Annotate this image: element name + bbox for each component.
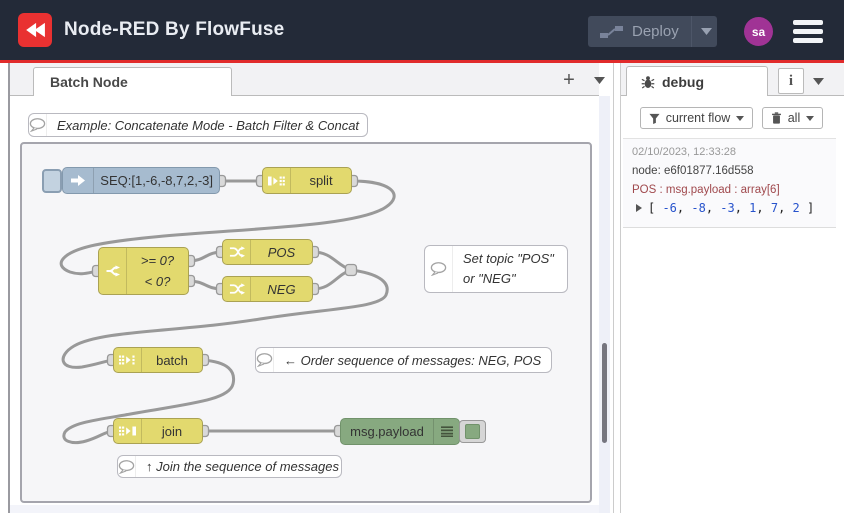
wire-split-switch[interactable] <box>59 179 396 276</box>
sidebar-tabs-chevron-icon[interactable] <box>813 78 824 85</box>
chevron-down-icon <box>735 115 744 121</box>
split-icon <box>263 168 291 193</box>
canvas-vertical-scrollbar-thumb[interactable] <box>602 343 607 443</box>
switch-port-label-2: < 0? <box>144 273 171 289</box>
switch-node[interactable]: >= 0? < 0? <box>98 247 189 295</box>
change-icon <box>223 240 251 264</box>
user-avatar[interactable]: sa <box>744 17 773 46</box>
debug-filter-button[interactable]: current flow <box>640 107 753 129</box>
comment-node-topic[interactable]: Set topic "POS" or "NEG" <box>424 245 568 293</box>
comment-node-order[interactable]: ← Order sequence of messages: NEG, POS <box>255 347 552 373</box>
sidebar-info-button[interactable]: i <box>778 68 804 94</box>
deploy-icon <box>600 25 623 38</box>
chevron-down-icon <box>805 115 814 121</box>
inject-node[interactable]: SEQ:[1,-6,-8,7,2,-3] <box>62 167 220 194</box>
trash-icon <box>772 112 781 124</box>
change-node-pos[interactable]: POS <box>222 239 313 265</box>
main-menu-icon[interactable] <box>793 20 823 43</box>
bug-icon <box>641 75 655 89</box>
wires-layer <box>59 174 396 445</box>
debug-message-timestamp: 02/10/2023, 12:33:28 <box>632 146 736 158</box>
comment-bubble-icon <box>425 246 453 292</box>
wire-batch-join[interactable] <box>62 358 236 445</box>
comment-bubble-icon <box>118 456 136 477</box>
workspace-left-border <box>8 63 10 513</box>
sidebar-tab-debug[interactable]: debug <box>626 66 768 96</box>
join-node[interactable]: join <box>113 418 203 444</box>
debug-message-meta: POS : msg.payload : array[6] <box>632 184 780 196</box>
split-node[interactable]: split <box>262 167 352 194</box>
debug-message-node-id: node: e6f01877.16d558 <box>632 165 754 177</box>
batch-node[interactable]: batch <box>113 347 203 373</box>
comment-bubble-icon <box>256 348 274 372</box>
app-header: Node-RED By FlowFuse Deploy sa <box>0 0 844 60</box>
flowfuse-logo-icon[interactable] <box>18 13 52 47</box>
comment-bubble-icon <box>29 114 47 136</box>
canvas-horizontal-scrollbar[interactable] <box>10 505 599 513</box>
debug-clear-button[interactable]: all <box>762 107 823 129</box>
app-title: Node-RED By FlowFuse <box>64 19 285 40</box>
canvas-vertical-scrollbar[interactable] <box>599 96 610 513</box>
flow-tab-batch-node[interactable]: Batch Node <box>33 67 232 97</box>
flow-canvas[interactable]: Example: Concatenate Mode - Batch Filter… <box>10 96 599 513</box>
debug-toggle-indicator <box>465 424 480 439</box>
deploy-label: Deploy <box>632 23 679 40</box>
batch-icon <box>114 348 142 372</box>
add-flow-icon[interactable]: + <box>563 69 575 91</box>
debug-node[interactable]: msg.payload <box>340 418 460 445</box>
deploy-separator <box>690 16 692 47</box>
switch-icon <box>99 248 127 294</box>
switch-port-label-1: >= 0? <box>140 253 175 269</box>
comment-node-join[interactable]: ↑ Join the sequence of messages <box>117 455 342 478</box>
junction[interactable] <box>344 263 358 277</box>
flow-list-chevron-icon[interactable] <box>594 77 605 84</box>
sidebar-splitter[interactable] <box>613 63 621 513</box>
filter-icon <box>649 113 660 124</box>
debug-console-icon <box>433 419 459 444</box>
expand-caret-icon[interactable] <box>636 204 642 212</box>
wire-junction-batch[interactable] <box>61 268 389 369</box>
debug-message[interactable]: 02/10/2023, 12:33:28 node: e6f01877.16d5… <box>623 138 836 228</box>
inject-button[interactable] <box>42 169 62 193</box>
comment-node-example[interactable]: Example: Concatenate Mode - Batch Filter… <box>28 113 368 137</box>
header-accent-line <box>0 60 844 63</box>
join-icon <box>114 419 142 443</box>
debug-message-payload[interactable]: [ -6, -8, -3, 1, 7, 2 ] <box>632 201 836 215</box>
change-icon <box>223 277 251 301</box>
inject-icon <box>63 168 95 193</box>
deploy-dropdown-icon[interactable] <box>700 28 712 35</box>
change-node-neg[interactable]: NEG <box>222 276 313 302</box>
deploy-button[interactable]: Deploy <box>588 16 717 47</box>
